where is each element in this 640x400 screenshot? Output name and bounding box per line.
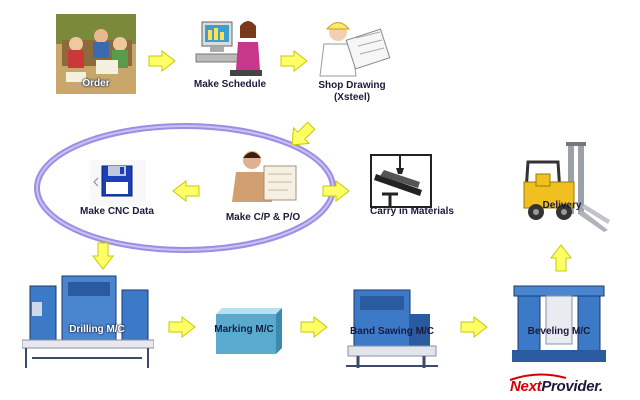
- logo-swoosh: [509, 373, 567, 381]
- arrow-down-drilling: [92, 242, 114, 270]
- arrow-right-2: [280, 50, 308, 72]
- arrow-right-beveling: [460, 316, 488, 338]
- marking-mc-step: Marking M/C: [212, 308, 284, 354]
- shop-drawing-label-line1: Shop Drawing: [318, 80, 386, 91]
- beveling-machine-image: [512, 285, 606, 362]
- order-step: Order: [56, 14, 136, 94]
- arrow-right-carry: [322, 180, 350, 202]
- engineer-blueprint-image: [319, 22, 391, 77]
- arrow-left-cnc: [172, 180, 200, 202]
- desk-worker-image: [232, 151, 297, 202]
- shop-drawing-step: Shop Drawing (Xsteel): [312, 16, 392, 106]
- carry-in-materials-step: Carry in Materials: [362, 150, 462, 228]
- band-sawing-mc-step: Band Sawing M/C: [344, 288, 440, 370]
- make-cnc-data-label: Make CNC Data: [80, 206, 154, 217]
- arrow-diagonal-down-left: [291, 121, 316, 146]
- band-sawing-mc-label: Band Sawing M/C: [350, 326, 434, 337]
- computer-worker-image: [195, 21, 262, 76]
- make-cp-po-step: Make C/P & P/O: [218, 146, 308, 230]
- marking-machine-box: [216, 308, 282, 354]
- nextprovider-logo: NextProvider.: [510, 378, 603, 395]
- make-schedule-label: Make Schedule: [193, 79, 267, 90]
- arrow-right-bandsaw: [300, 316, 328, 338]
- delivery-step: Delivery: [514, 138, 610, 234]
- beveling-mc-label: Beveling M/C: [527, 326, 591, 337]
- forklift-image: [523, 142, 610, 232]
- make-cp-po-label: Make C/P & P/O: [225, 212, 301, 223]
- arrow-right-1: [148, 50, 176, 72]
- delivery-label: Delivery: [542, 200, 582, 211]
- arrow-right-marking: [168, 316, 196, 338]
- order-label: Order: [82, 78, 110, 89]
- carry-in-materials-label: Carry in Materials: [370, 206, 454, 217]
- make-schedule-step: Make Schedule: [190, 16, 270, 96]
- drilling-mc-label: Drilling M/C: [69, 324, 125, 335]
- make-cnc-data-step: Make CNC Data: [72, 158, 162, 228]
- drilling-machine-image: [22, 275, 154, 368]
- marking-mc-label: Marking M/C: [214, 324, 274, 335]
- crane-beam-icon: [370, 154, 432, 208]
- band-saw-machine-image: [346, 289, 438, 368]
- drilling-mc-step: Drilling M/C: [22, 272, 154, 372]
- logo-part-provider: Provider: [541, 378, 599, 395]
- floppy-disk-icon: [90, 160, 146, 206]
- beveling-mc-step: Beveling M/C: [512, 284, 606, 364]
- logo-suffix: .: [598, 378, 603, 395]
- meeting-image: [56, 14, 136, 94]
- logo-part-next: Next: [510, 378, 542, 395]
- arrow-up-delivery: [550, 244, 572, 272]
- shop-drawing-label-line2: (Xsteel): [333, 92, 371, 103]
